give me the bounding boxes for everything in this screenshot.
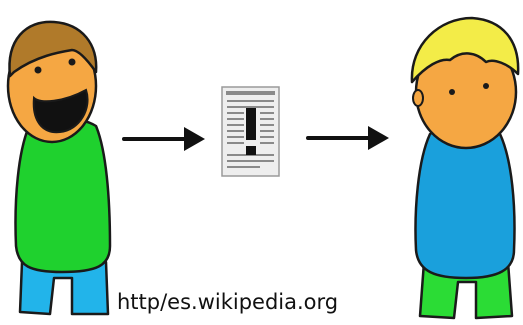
sender-person: [8, 22, 110, 314]
receiver-ear: [413, 90, 423, 106]
receiver-eye-left: [449, 89, 455, 95]
receiver-person: [412, 18, 518, 318]
arrow-right-icon: [308, 126, 389, 150]
document-with-exclamation-icon: [222, 87, 279, 176]
arrow-right-icon: [124, 127, 205, 151]
source-caption: http/es.wikipedia.org: [117, 284, 407, 320]
sender-eye-left: [35, 67, 42, 74]
exclamation-mark: [246, 108, 256, 155]
receiver-eye-right: [483, 83, 489, 89]
sender-eye-right: [69, 59, 76, 66]
